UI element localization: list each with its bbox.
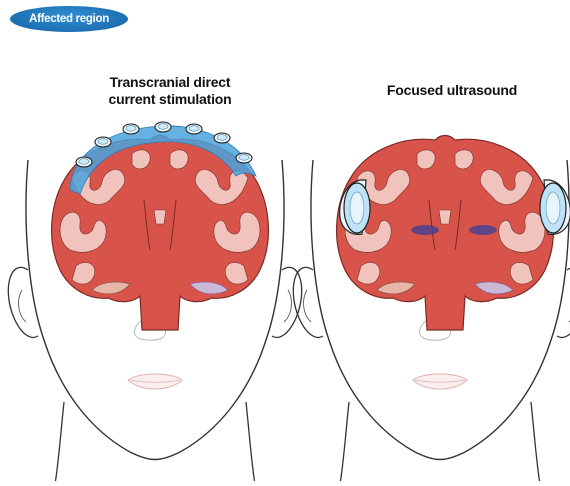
- right-title-line-1: Focused ultrasound: [352, 82, 552, 99]
- electrode-icon: [186, 124, 202, 134]
- electrode-icon: [76, 157, 92, 167]
- ultrasound-transducer-icon: [340, 180, 370, 234]
- legend-label: Affected region: [29, 13, 109, 25]
- focal-spot-right: [469, 225, 497, 235]
- electrode-icon: [214, 133, 230, 143]
- electrode-icon: [155, 122, 171, 132]
- right-brain-section: [337, 136, 554, 331]
- left-title-line-2: current stimulation: [70, 91, 270, 108]
- right-panel: [293, 136, 570, 482]
- affected-region-legend: Affected region: [10, 6, 128, 32]
- electrode-icon: [236, 153, 252, 163]
- ultrasound-transducer-icon: [540, 180, 570, 234]
- electrode-icon: [123, 124, 139, 134]
- right-panel-title: Focused ultrasound: [352, 82, 552, 99]
- left-panel-title: Transcranial direct current stimulation: [70, 74, 270, 108]
- left-panel: [8, 122, 301, 481]
- left-title-line-1: Transcranial direct: [70, 74, 270, 91]
- electrode-icon: [95, 137, 111, 147]
- focal-spot-left: [411, 225, 439, 235]
